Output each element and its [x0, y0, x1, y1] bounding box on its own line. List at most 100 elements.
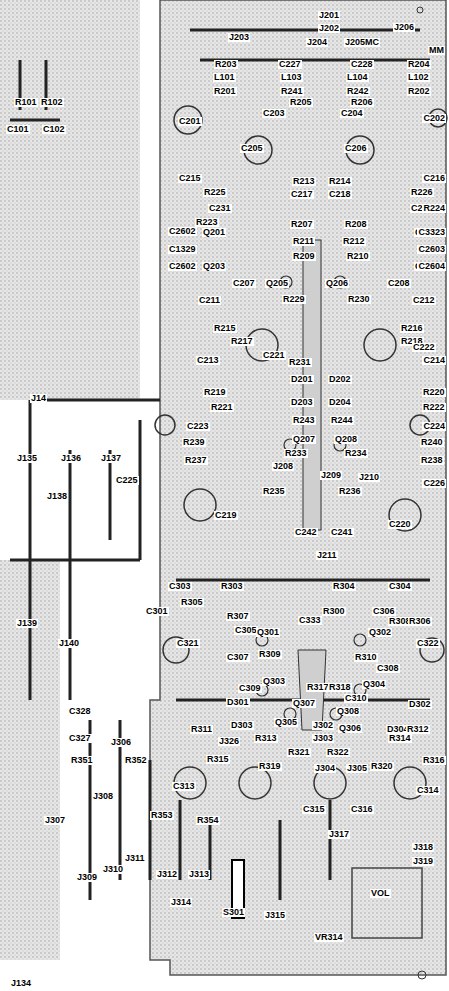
component-ref: R352 [124, 756, 148, 765]
component-ref: J302 [312, 721, 334, 730]
component-ref: R239 [182, 438, 206, 447]
component-ref: R235 [262, 487, 286, 496]
component-ref: R351 [70, 756, 94, 765]
copper-trace [10, 30, 430, 900]
component-ref: VOL [370, 889, 391, 898]
component-ref: C206 [344, 144, 368, 153]
component-ref: C211 [198, 296, 221, 305]
component-ref: J318 [412, 843, 434, 852]
component-ref: C2603 [417, 245, 446, 254]
component-ref: C242 [294, 528, 318, 537]
component-ref: J208 [272, 462, 294, 471]
component-ref: J304 [314, 764, 336, 773]
mounting-hole [417, 7, 423, 13]
component-ref: L102 [407, 73, 430, 82]
component-ref: R244 [330, 416, 354, 425]
mounting-hole [418, 971, 426, 979]
component-ref: J138 [46, 492, 68, 501]
component-ref: J319 [412, 857, 434, 866]
heatsink [303, 240, 321, 530]
component-ref: Q208 [334, 435, 358, 444]
component-ref: J210 [358, 473, 380, 482]
component-ref: J134 [10, 979, 32, 988]
component-ref: J14 [30, 394, 47, 403]
component-ref: J201 [318, 11, 340, 20]
component-ref: R209 [292, 252, 316, 261]
component-ref: R215 [213, 324, 237, 333]
component-ref: R216 [400, 324, 424, 333]
component-ref: C306 [372, 607, 396, 616]
component-ref: C1329 [168, 245, 197, 254]
component-ref: R312 [406, 725, 430, 734]
component-ref: L104 [346, 73, 369, 82]
component-ref: C315 [302, 805, 326, 814]
component-ref: R219 [203, 388, 227, 397]
component-ref: C213 [196, 356, 220, 365]
component-ref: Q203 [202, 262, 226, 271]
component-ref: R223 [195, 218, 219, 227]
component-ref: Q201 [202, 228, 226, 237]
component-ref: R229 [282, 295, 306, 304]
component-ref: R207 [290, 220, 314, 229]
component-ref: R306 [408, 617, 432, 626]
component-ref: C204 [340, 109, 364, 118]
component-ref: R321 [287, 748, 311, 757]
component-ref: Q306 [338, 724, 362, 733]
component-ref: R240 [420, 438, 444, 447]
component-ref: J305 [346, 764, 368, 773]
component-ref: C307 [226, 653, 250, 662]
component-ref: C216 [422, 174, 446, 183]
component-ref: C328 [68, 707, 92, 716]
component-ref: R315 [206, 755, 230, 764]
component-ref: R222 [422, 403, 446, 412]
component-ref: R233 [284, 449, 308, 458]
component-ref: J314 [170, 898, 192, 907]
component-ref: Q302 [368, 628, 392, 637]
component-ref: R314 [388, 734, 412, 743]
component-ref: C321 [176, 639, 200, 648]
component-ref: R201 [213, 87, 237, 96]
component-ref: R214 [328, 177, 352, 186]
component-ref: C2604 [417, 262, 446, 271]
component-ref: R320 [370, 762, 394, 771]
component-ref: D204 [328, 398, 352, 407]
component-ref: J137 [100, 454, 122, 463]
component-ref: C203 [262, 109, 286, 118]
component-ref: C2602 [168, 262, 197, 271]
capacitor-symbol [155, 106, 447, 799]
component-ref: R206 [350, 98, 374, 107]
component-ref: C226 [422, 479, 446, 488]
component-ref: C303 [168, 582, 192, 591]
component-ref: J311 [124, 854, 146, 863]
component-ref: R220 [422, 388, 446, 397]
component-ref: Q207 [292, 435, 316, 444]
component-ref: L103 [280, 73, 303, 82]
component-ref: C222 [412, 343, 436, 352]
component-ref: J326 [218, 737, 240, 746]
component-ref: Q301 [256, 628, 280, 637]
component-ref: R234 [344, 449, 368, 458]
component-ref: C218 [328, 190, 352, 199]
component-ref: R319 [258, 762, 282, 771]
component-ref: C205 [240, 144, 264, 153]
component-ref: C304 [388, 582, 412, 591]
component-ref: R212 [342, 237, 366, 246]
component-ref: J307 [44, 816, 66, 825]
component-ref: R236 [338, 487, 362, 496]
component-ref: C224 [422, 422, 446, 431]
component-ref: R225 [203, 188, 227, 197]
component-ref: R205 [289, 98, 313, 107]
component-ref: R221 [210, 403, 234, 412]
component-ref: R304 [332, 582, 356, 591]
component-ref: R210 [346, 252, 370, 261]
component-ref: S301 [222, 908, 245, 917]
component-ref: R217 [230, 337, 254, 346]
component-ref: J203 [228, 33, 250, 42]
component-ref: C228 [350, 60, 374, 69]
component-ref: J136 [60, 454, 82, 463]
component-ref: D203 [290, 398, 314, 407]
component-ref: Q303 [262, 677, 286, 686]
component-ref: Q205 [265, 279, 289, 288]
component-ref: R318 [328, 683, 352, 692]
component-ref: J303 [312, 734, 334, 743]
